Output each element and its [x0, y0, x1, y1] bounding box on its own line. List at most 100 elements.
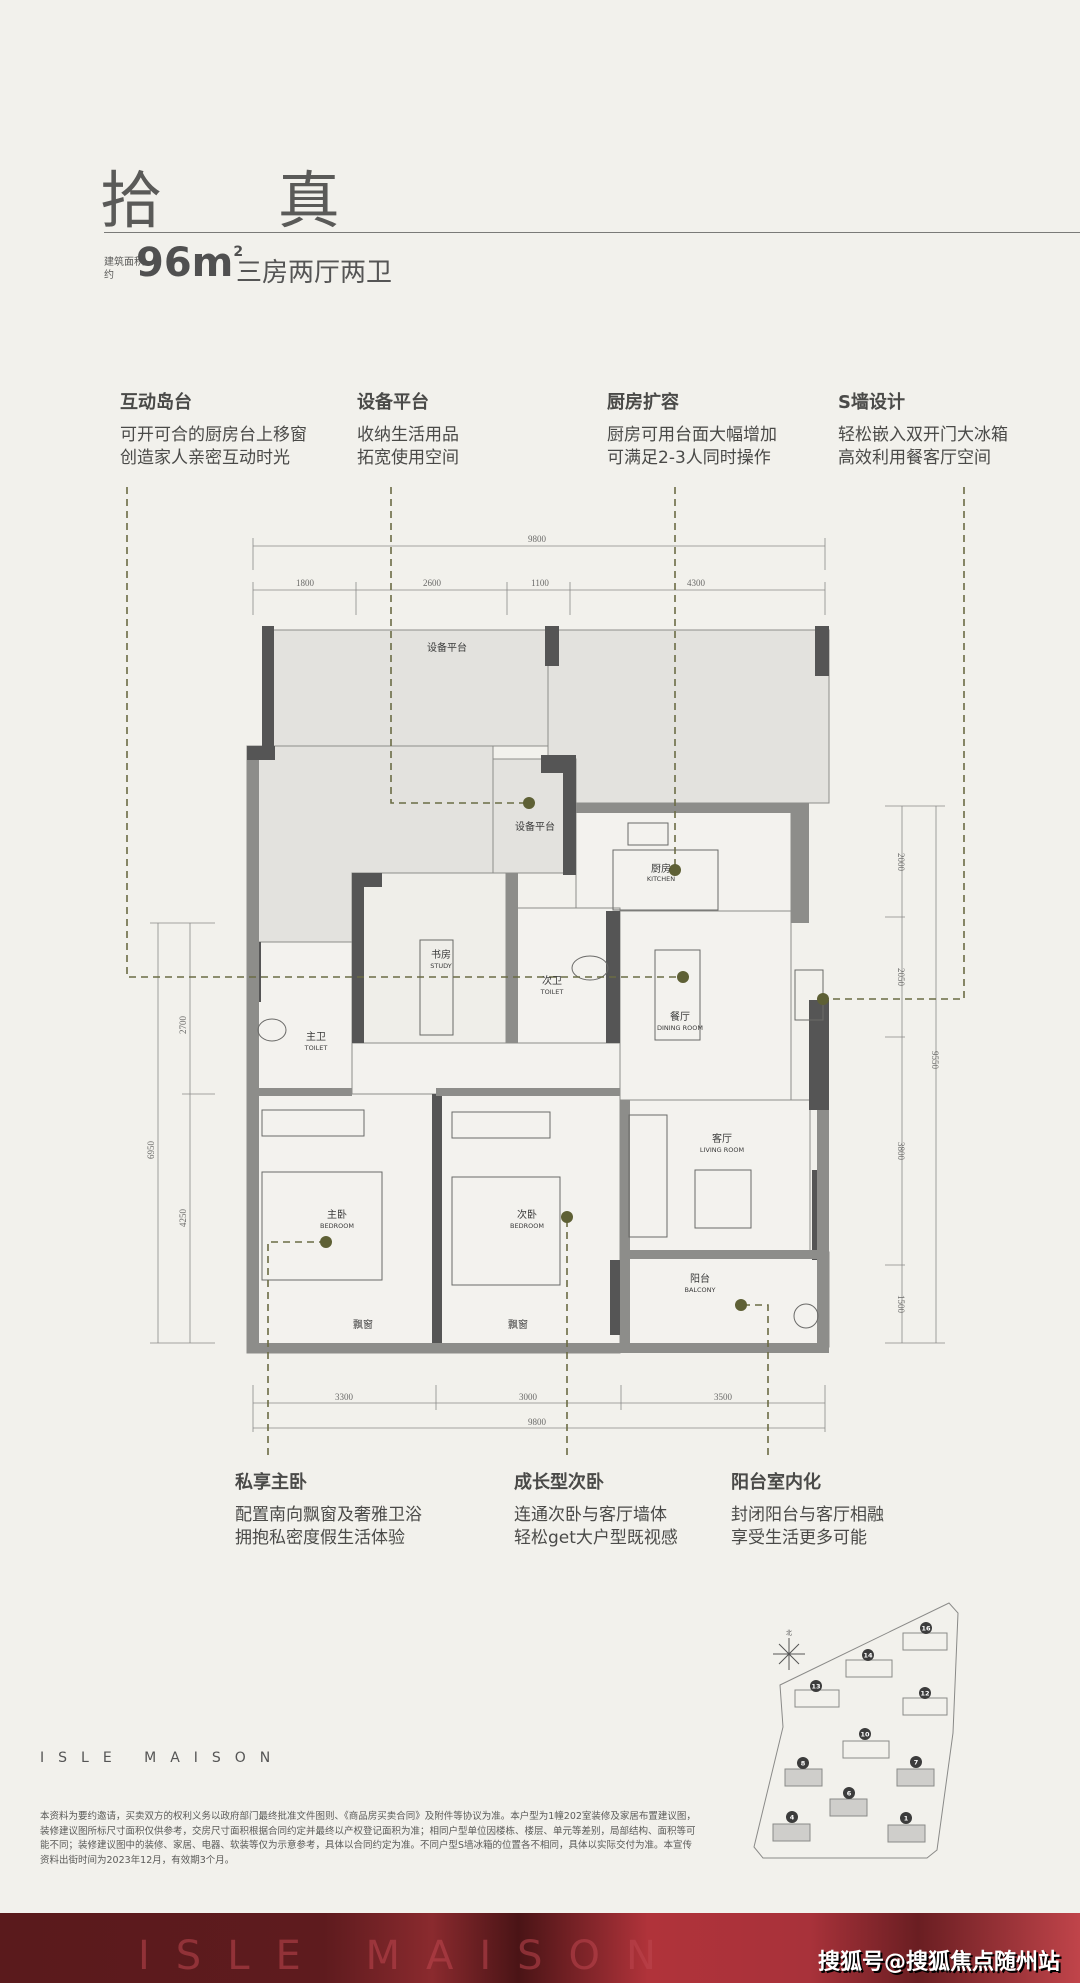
- bed-master: [261, 1171, 383, 1281]
- building-12: 12: [920, 1690, 929, 1698]
- dim-right-4: 1500: [896, 1295, 906, 1314]
- dimension-top: [252, 538, 826, 615]
- feature-line: 拓宽使用空间: [357, 448, 459, 468]
- dim-top-1: 1800: [296, 578, 315, 588]
- coffee-table: [694, 1169, 752, 1229]
- room-second: [435, 1093, 621, 1354]
- building-10: 10: [860, 1731, 870, 1739]
- building-14: 14: [863, 1652, 873, 1660]
- furniture: [257, 822, 824, 1329]
- label-master-en: BEDROOM: [320, 1222, 354, 1230]
- feature-title: 互动岛台: [120, 392, 192, 413]
- label-second: 次卧: [517, 1208, 537, 1221]
- interior-rooms: [246, 802, 830, 1354]
- dim-right-3: 3800: [896, 1142, 906, 1161]
- dim-top-4: 4300: [687, 578, 706, 588]
- building-16: 16: [921, 1625, 931, 1633]
- feature-line: 封闭阳台与客厅相融: [731, 1505, 884, 1525]
- feature-kitchen: 厨房扩容 厨房可用台面大幅增加可满足2-3人同时操作: [607, 388, 777, 470]
- dot-second: [561, 1211, 573, 1223]
- room-dining: [619, 910, 792, 1101]
- label-balcony-en: BALCONY: [684, 1286, 715, 1294]
- feature-line: 可满足2-3人同时操作: [607, 448, 771, 468]
- building-7: 7: [914, 1759, 919, 1767]
- room-living: [619, 1099, 811, 1253]
- room-toilet2: [505, 907, 621, 1044]
- feature-platform: 设备平台 收纳生活用品拓宽使用空间: [357, 388, 459, 470]
- compass-icon: [773, 1638, 805, 1670]
- dim-bottom-total: 9800: [528, 1417, 547, 1427]
- feature-line: 高效利用餐客厅空间: [838, 448, 991, 468]
- feature-line: 轻松嵌入双开门大冰箱: [838, 425, 1008, 445]
- label-toilet2: 次卫: [542, 974, 562, 987]
- label-platform-small: 设备平台: [515, 820, 555, 833]
- feature-line: 可开可合的厨房台上移窗: [120, 425, 307, 445]
- brand-logo-text: ISLE MAISON: [40, 1750, 285, 1766]
- feature-desc: 可开可合的厨房台上移窗创造家人亲密互动时光: [120, 424, 307, 470]
- label-bay-window-2: 飘窗: [508, 1318, 528, 1331]
- dot-platform: [523, 797, 535, 809]
- label-kitchen-en: KITCHEN: [647, 875, 675, 883]
- dim-bottom-2: 3000: [519, 1392, 538, 1402]
- room-study: [351, 872, 507, 1044]
- room-master: [246, 1093, 437, 1354]
- feature-line: 享受生活更多可能: [731, 1528, 867, 1548]
- label-study: 书房: [431, 948, 451, 961]
- kitchen-island: [612, 849, 719, 911]
- area-label: 建筑面积约: [104, 257, 144, 281]
- feature-master-bedroom: 私享主卧 配置南向飘窗及奢雅卫浴拥抱私密度假生活体验: [235, 1468, 422, 1550]
- dimension-left: [150, 922, 215, 1344]
- compass-north-label: 北: [786, 1629, 792, 1637]
- dim-left-1: 2700: [178, 1016, 188, 1035]
- dim-bottom-1: 3300: [335, 1392, 354, 1402]
- feature-island: 互动岛台 可开可合的厨房台上移窗创造家人亲密互动时光: [120, 388, 307, 470]
- label-second-en: BEDROOM: [510, 1222, 544, 1230]
- leader-dots: [320, 797, 829, 1311]
- dim-right-total: 9550: [930, 1051, 940, 1070]
- building-1: 1: [904, 1815, 909, 1823]
- feature-line: 创造家人亲密互动时光: [120, 448, 290, 468]
- feature-line: 拥抱私密度假生活体验: [235, 1528, 405, 1548]
- feature-title: 成长型次卧: [514, 1472, 604, 1493]
- label-dining-en: DINING ROOM: [657, 1024, 703, 1032]
- feature-s-wall: S墙设计 轻松嵌入双开门大冰箱高效利用餐客厅空间: [838, 388, 1008, 470]
- feature-line: 配置南向飘窗及奢雅卫浴: [235, 1505, 422, 1525]
- feature-title: 设备平台: [357, 392, 429, 413]
- source-watermark: 搜狐号@搜狐焦点随州站: [818, 1950, 1061, 1975]
- dim-left-2: 4250: [178, 1209, 188, 1228]
- feature-desc: 收纳生活用品拓宽使用空间: [357, 424, 459, 470]
- building-8: 8: [801, 1760, 806, 1768]
- dot-master: [320, 1236, 332, 1248]
- feature-line: 连通次卧与客厅墙体: [514, 1505, 667, 1525]
- wardrobe-master: [261, 1109, 365, 1137]
- toilet1-seat: [257, 1018, 287, 1042]
- label-living: 客厅: [712, 1132, 732, 1145]
- building-6: 6: [847, 1790, 852, 1798]
- walls-mid: [247, 760, 829, 1353]
- dot-balcony: [735, 1299, 747, 1311]
- feature-title: 厨房扩容: [607, 392, 679, 413]
- feature-line: 厨房可用台面大幅增加: [607, 425, 777, 445]
- room-balcony: [619, 1251, 830, 1348]
- washing-machine: [793, 1303, 819, 1329]
- leader-lines: [126, 487, 965, 1455]
- dim-top-2: 2600: [423, 578, 442, 588]
- site-map: 北 16 14 13 12 10 8 7: [753, 1602, 959, 1859]
- dimension-right: [885, 805, 945, 1344]
- feature-desc: 封闭阳台与客厅相融享受生活更多可能: [731, 1504, 884, 1550]
- label-toilet2-en: TOILET: [540, 988, 564, 996]
- feature-title: 私享主卧: [235, 1472, 307, 1493]
- feature-line: 收纳生活用品: [357, 425, 459, 445]
- building-4: 4: [790, 1814, 795, 1822]
- label-bay-window-1: 飘窗: [353, 1318, 373, 1331]
- dot-s-wall: [817, 993, 829, 1005]
- label-dining: 餐厅: [670, 1010, 690, 1023]
- feature-title: S墙设计: [838, 392, 905, 413]
- label-platform-top: 设备平台: [427, 641, 467, 654]
- dot-island: [677, 971, 689, 983]
- building-13: 13: [811, 1683, 820, 1691]
- dim-top-3: 1100: [531, 578, 549, 588]
- label-balcony: 阳台: [690, 1272, 710, 1285]
- layout-type: 三房两厅两卫: [236, 258, 393, 288]
